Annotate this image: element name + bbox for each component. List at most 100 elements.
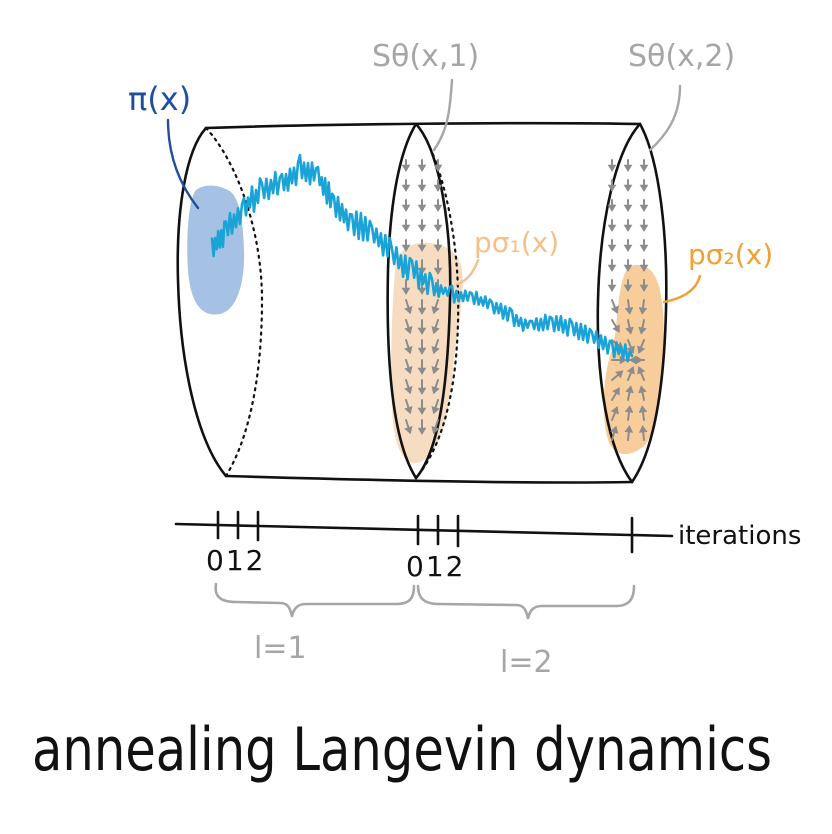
pi-leader-line	[166, 118, 200, 210]
cylinder-middle-ellipse	[386, 122, 418, 480]
score2-arrow-7-head	[623, 204, 633, 212]
score2-arrow-32-head	[629, 355, 637, 365]
score2-arrow-17-head	[639, 264, 649, 272]
score2-arrow-42-head	[610, 425, 619, 434]
iterations-axis	[174, 510, 674, 554]
score2-arrow-10-head	[623, 224, 633, 232]
score1-arrow-14-head	[433, 244, 443, 252]
score1-arrow-33-head	[404, 385, 413, 395]
score2-arrow-3-head	[607, 184, 617, 192]
score1-label: Sθ(x,1)	[372, 39, 479, 74]
p-sigma1-label: pσ₁(x)	[474, 226, 559, 259]
score1-arrow-7-head	[417, 204, 427, 212]
score2-arrow-40-head	[624, 405, 634, 413]
score1-arrow-34-head	[417, 387, 427, 395]
score1-arrow-28-head	[417, 347, 427, 355]
p-sigma2-label: pσ₂(x)	[688, 238, 773, 271]
score2-arrow-21-head	[610, 305, 619, 314]
score1-arrow-38-head	[431, 405, 440, 415]
score1-arrow-10-head	[417, 224, 427, 232]
diagram-title: annealing Langevin dynamics	[32, 715, 772, 785]
score1-arrow-41-head	[431, 425, 440, 435]
score1-arrow-24-head	[404, 325, 413, 335]
score2-arrow-26-head	[638, 326, 647, 335]
score2-arrow-25-head	[625, 326, 634, 335]
score2-arrow-19-head	[623, 284, 633, 292]
score1-arrow-4-head	[417, 184, 427, 192]
score1-arrow-19-head	[417, 287, 427, 295]
score1-arrow-21-head	[404, 305, 413, 315]
score1-arrow-25-head	[417, 327, 427, 335]
score2-arrow-33-head	[615, 370, 624, 379]
score2-arrow-2-head	[639, 164, 649, 172]
level-1-label: l=1	[254, 631, 307, 666]
score1-arrow-18-head	[401, 287, 411, 295]
score1-arrow-11-head	[433, 224, 443, 232]
score2-arrow-0-head	[607, 164, 617, 172]
score1-arrow-30-head	[404, 365, 413, 375]
score2-arrow-11-head	[639, 224, 649, 232]
score2-arrow-1-head	[623, 164, 633, 172]
score2-arrow-12-head	[607, 244, 617, 252]
p-sigma1-leader-line	[456, 258, 480, 286]
score1-arrow-26-head	[431, 325, 440, 335]
hidden-edges	[204, 122, 460, 480]
score2-arrow-6-head	[607, 204, 617, 212]
score2-arrow-29-head	[637, 345, 646, 354]
score2-arrow-8-head	[639, 204, 649, 212]
score2-arrow-41-head	[638, 405, 648, 413]
score1-arrow-39-head	[404, 425, 413, 435]
level-braces	[214, 582, 636, 620]
score2-arrow-36-head	[612, 387, 620, 396]
brace-level-1	[214, 582, 416, 618]
score1-arrow-9-head	[401, 224, 411, 232]
score1-arrow-17-head	[433, 267, 443, 275]
score1-arrow-6-head	[401, 204, 411, 212]
cylinder-right-ellipse-right	[630, 122, 668, 484]
axis-line	[174, 522, 674, 538]
score1-arrow-40-head	[417, 427, 427, 435]
score2-arrow-43-head	[624, 425, 634, 433]
score1-arrow-2-head	[433, 164, 443, 172]
score1-arrow-3-head	[401, 184, 411, 192]
score2-arrow-24-head	[612, 324, 620, 333]
score2-arrow-4-head	[623, 184, 633, 192]
cylinder-right-ellipse	[596, 122, 642, 484]
left-cap-hidden-edge	[204, 126, 264, 478]
score2-arrow-20-head	[639, 284, 649, 292]
score1-arrow-29-head	[431, 345, 440, 355]
score1-arrow-5-head	[433, 184, 443, 192]
score2-arrow-14-head	[639, 244, 649, 252]
tick-labels-block-2: 012	[406, 550, 465, 583]
score2-arrow-9-head	[607, 224, 617, 232]
score1-arrow-32-head	[431, 365, 440, 375]
score1-arrow-35-head	[431, 385, 440, 395]
score1-arrow-0-head	[401, 164, 411, 172]
tick-labels-block-1: 012	[206, 544, 265, 577]
score2-arrow-38-head	[638, 385, 647, 394]
score1-arrow-13-head	[417, 244, 427, 252]
score1-arrow-27-head	[404, 345, 413, 355]
score1-leader-line	[432, 78, 454, 152]
score2-arrow-34-head	[626, 366, 635, 375]
score2-arrow-15-head	[607, 264, 617, 272]
pi-label: π(x)	[128, 80, 191, 118]
cylinder-left-cap	[176, 126, 228, 478]
score2-arrow-13-head	[623, 244, 633, 252]
score2-arrow-37-head	[625, 385, 634, 394]
cylinder-bottom-edge	[224, 474, 634, 484]
score2-label: Sθ(x,2)	[628, 39, 735, 74]
score2-arrow-23-head	[638, 307, 648, 315]
score2-arrow-16-head	[623, 264, 633, 272]
middle-ellipse-hidden-edge	[414, 122, 460, 480]
score2-arrow-35-head	[637, 366, 646, 375]
score1-arrow-36-head	[404, 405, 413, 415]
score1-arrow-23-head	[431, 305, 440, 315]
score1-arrow-31-head	[417, 367, 427, 375]
score2-arrow-5-head	[639, 184, 649, 192]
axis-name-label: iterations	[678, 521, 801, 551]
score2-arrow-44-head	[638, 425, 648, 433]
score1-arrow-12-head	[401, 244, 411, 252]
brace-level-2	[416, 584, 636, 620]
